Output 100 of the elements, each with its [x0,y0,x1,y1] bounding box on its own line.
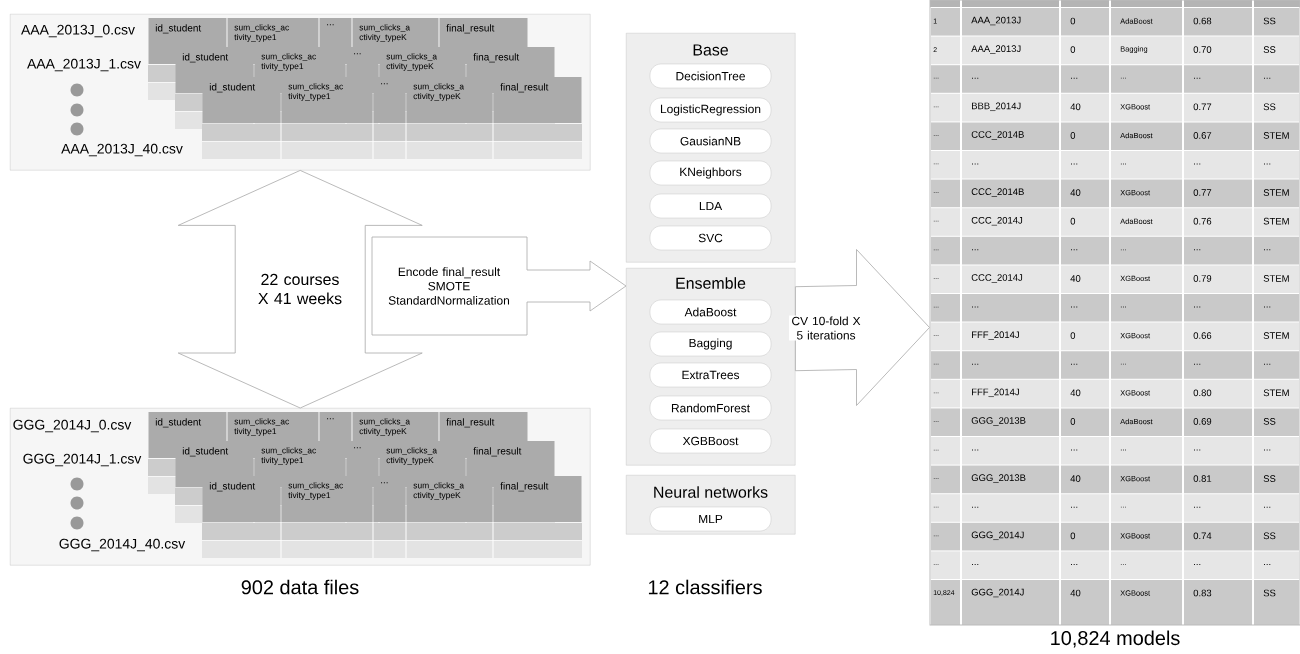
table-cell: STEM [1254,208,1299,236]
table-cell: 0.70 [1184,36,1252,65]
table-cell: 0.69 [1184,408,1252,436]
table-cell: BBB_2014J [962,93,1059,122]
classifier-pill: MLP [649,506,772,532]
table-cell: ... [962,351,1059,379]
classifier-pill: DecisionTree [649,63,772,89]
table-cell: ... [1254,65,1299,93]
table-cell: 0.79 [1184,265,1252,293]
table-cell: ... [1184,351,1252,379]
table-cell: ... [962,551,1059,579]
table-cell: GGG_2013B [962,408,1059,436]
classifier-pill: AdaBoost [649,299,772,325]
header-cell: ... [373,77,406,123]
table-cell: GGG_2014J [962,522,1059,551]
classifier-pill: ExtraTrees [649,362,772,388]
table-cell: SS [1254,580,1299,625]
table-cell: CCC_2014B [962,122,1059,150]
classifier-pill: XGBBoost [649,428,772,454]
edge-label: 22 courses X 41 weeks [254,272,346,306]
table-cell: ... [1184,551,1252,579]
table-cell: ... [1254,494,1299,522]
file-name: GGG_2014J_40.csv [59,538,186,552]
double-block-arrow [177,170,423,409]
table-cell: ... [1061,437,1109,465]
classifier-pill: Bagging [649,331,772,357]
table-cell: 0 [1061,522,1109,551]
table-cell: ... [962,494,1059,522]
table-cell: ... [1184,236,1252,265]
header-cell: id_student [202,476,281,522]
table-cell: CCC_2014J [962,265,1059,293]
table-cell: AAA_2013J [962,36,1059,65]
table-cell: ... [1184,437,1252,465]
file-name: AAA_2013J_1.csv [27,58,141,72]
table-cell: ... [1184,151,1252,179]
table-cell: ... [1254,294,1299,322]
table-cell: 0.77 [1184,179,1252,208]
table-cell: ... [1254,551,1299,579]
table-cell: 0.76 [1184,208,1252,236]
table-cell: ... [1254,437,1299,465]
table-cell: STEM [1254,379,1299,408]
header-cell: final_result [493,476,582,522]
table-cell: ... [1061,236,1109,265]
table-cell: 0 [1061,208,1109,236]
file-name: GGG_2014J_1.csv [23,453,142,467]
table-cell: SS [1254,408,1299,436]
table-cell: 0.77 [1184,93,1252,122]
table-cell: 40 [1061,265,1109,293]
table-cell: ... [1254,151,1299,179]
table-cell: STEM [1254,122,1299,150]
table-cell: SS [1254,522,1299,551]
table-cell: CCC_2014J [962,208,1059,236]
table-cell: 0 [1061,8,1109,36]
table-cell: ... [962,236,1059,265]
table-cell: ... [1184,494,1252,522]
table-cell: 0 [1061,36,1109,65]
table-cell: AAA_2013J [962,8,1059,36]
table-cell: 40 [1061,379,1109,408]
caption: 12 classifiers [648,579,762,595]
file-name: AAA_2013J_0.csv [21,24,135,38]
table-cell: SS [1254,465,1299,494]
table-cell: SS [1254,93,1299,122]
table-cell: ... [962,294,1059,322]
table-cell: 0.68 [1184,8,1252,36]
table-cell: ... [1061,294,1109,322]
table-cell: ... [1061,494,1109,522]
table-cell: 0.81 [1184,465,1252,494]
header-cell: final_result [493,77,582,123]
table-cell: STEM [1254,322,1299,351]
file-name: AAA_2013J_40.csv [61,143,183,157]
table-cell: ... [1061,351,1109,379]
table-cell: 0.80 [1184,379,1252,408]
table-cell: ... [962,65,1059,93]
table-cell: 40 [1061,580,1109,625]
table-cell: ... [1061,551,1109,579]
classifier-pill: GausianNB [649,128,772,154]
table-cell: 0.83 [1184,580,1252,625]
table-cell: ... [1254,236,1299,265]
table-cell: 0 [1061,122,1109,150]
classifier-pill: LDA [649,193,772,219]
table-cell: ... [1061,65,1109,93]
table-cell: 0 [1061,322,1109,351]
classifier-pill: SVC [649,225,772,251]
header-cell: id_student [202,77,281,123]
header-cell: ... [373,476,406,522]
table-cell: ... [962,437,1059,465]
table-cell: 40 [1061,179,1109,208]
table-cell: ... [962,151,1059,179]
table-cell: GGG_2014J [962,580,1059,625]
table-cell: STEM [1254,179,1299,208]
table-cell: 0 [1061,408,1109,436]
edge-label: CV 10-fold X 5 iterations [789,315,863,341]
table-cell: 40 [1061,465,1109,494]
table-cell: FFF_2014J [962,379,1059,408]
table-cell: SS [1254,36,1299,65]
table-cell: GGG_2013B [962,465,1059,494]
table-cell: ... [1061,151,1109,179]
table-cell: 0.66 [1184,322,1252,351]
table-cell: ... [1184,294,1252,322]
classifier-pill: KNeighbors [649,160,772,186]
